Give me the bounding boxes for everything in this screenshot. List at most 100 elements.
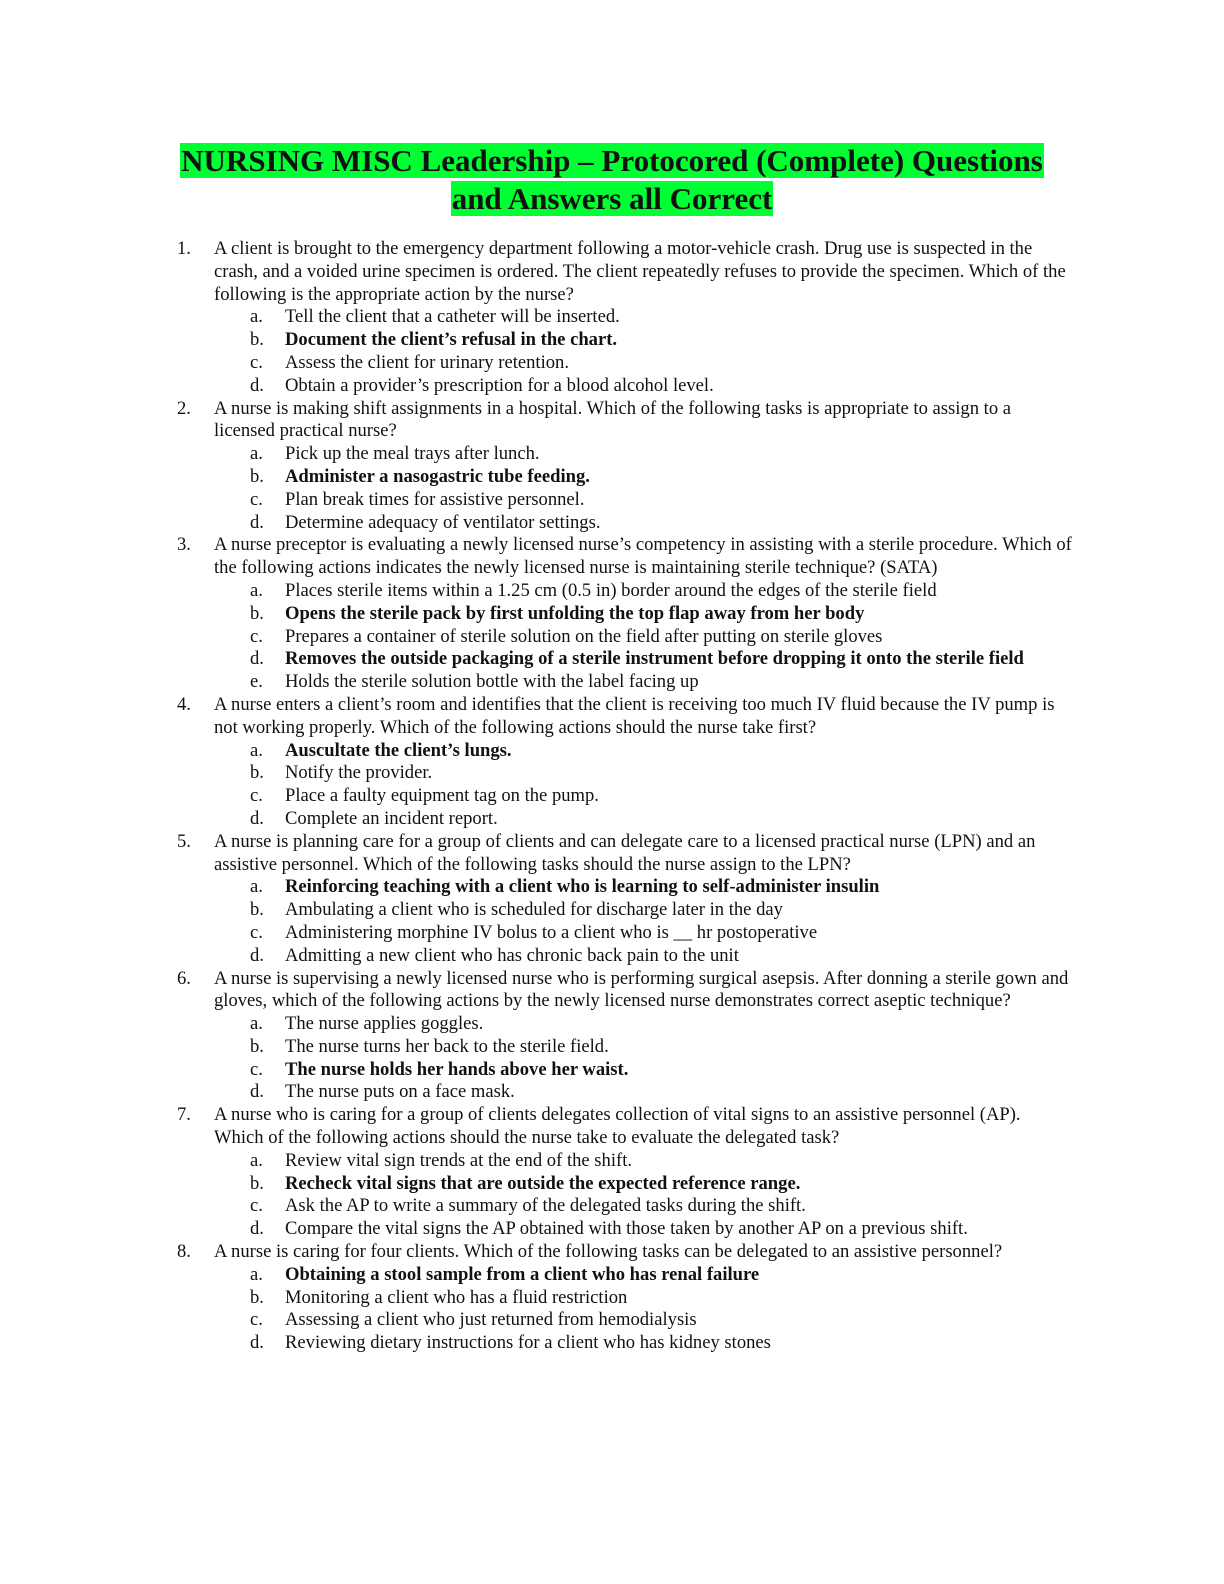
answer-options: a. Review vital sign trends at the end of… <box>0 1150 1224 1241</box>
question-number: 1. <box>177 238 191 259</box>
option-text: Prepares a container of sterile solution… <box>285 625 883 647</box>
option-text: The nurse holds her hands above her wais… <box>285 1058 629 1080</box>
question-text: A nurse preceptor is evaluating a newly … <box>214 534 1072 579</box>
option-text: Plan break times for assistive personnel… <box>285 488 585 510</box>
option-letter: c. <box>250 488 263 510</box>
answer-option-correct: d. Removes the outside packaging of a ste… <box>0 648 1224 671</box>
option-text: Determine adequacy of ventilator setting… <box>285 511 601 533</box>
answer-option-correct: b.Opens the sterile pack by first unfold… <box>0 603 1224 626</box>
option-letter: c. <box>250 1195 263 1217</box>
option-letter: b. <box>250 1172 264 1194</box>
answer-option: a.Tell the client that a catheter will b… <box>0 306 1224 329</box>
question-item: 5. A nurse is planning care for a group o… <box>0 831 1224 968</box>
question-number: 4. <box>177 693 191 715</box>
option-text: Recheck vital signs that are outside the… <box>285 1172 801 1194</box>
answer-option: c.Place a faulty equipment tag on the pu… <box>0 785 1224 808</box>
option-text: Assess the client for urinary retention. <box>285 351 569 373</box>
option-letter: a. <box>250 1149 263 1171</box>
option-text: Obtain a provider’s prescription for a b… <box>285 374 714 396</box>
question-text: A nurse enters a client’s room and ident… <box>214 693 1055 738</box>
question-item: 6.A nurse is supervising a newly license… <box>0 968 1224 1105</box>
answer-option: a. The nurse applies goggles. <box>0 1013 1224 1036</box>
question-text: A nurse is caring for four clients. Whic… <box>214 1241 1003 1263</box>
question-number: 5. <box>177 830 191 852</box>
question-number: 7. <box>177 1104 191 1126</box>
answer-option: d. Obtain a provider’s prescription for a… <box>0 375 1224 398</box>
answer-option: a. Places sterile items within a 1.25 cm … <box>0 580 1224 603</box>
answer-option: d.The nurse puts on a face mask. <box>0 1081 1224 1104</box>
option-text: Notify the provider. <box>285 762 433 784</box>
option-text: Complete an incident report. <box>285 807 498 829</box>
question-item: 7. A nurse who is caring for a group of c… <box>0 1104 1224 1241</box>
question-text: A nurse is planning care for a group of … <box>214 830 1036 875</box>
answer-option-correct: b.Document the client’s refusal in the c… <box>0 329 1224 352</box>
question-item: 1. A client is brought to the emergency d… <box>0 238 1224 398</box>
option-text: Review vital sign trends at the end of t… <box>285 1149 633 1171</box>
option-letter: d. <box>250 511 264 533</box>
option-text: Administer a nasogastric tube feeding. <box>285 465 590 487</box>
answer-option: d. Compare the vital signs the AP obtaine… <box>0 1218 1224 1241</box>
option-letter: a. <box>250 1013 263 1035</box>
option-text: Pick up the meal trays after lunch. <box>285 443 540 465</box>
answer-option: d.Admitting a new client who has chronic… <box>0 945 1224 968</box>
question-text: A client is brought to the emergency dep… <box>214 238 1066 305</box>
option-letter: d. <box>250 374 264 396</box>
option-text: The nurse applies goggles. <box>285 1013 484 1035</box>
answer-options: a.Obtaining a stool sample from a client… <box>0 1264 1224 1355</box>
option-letter: c. <box>250 1309 263 1331</box>
answer-option: b.Notify the provider. <box>0 762 1224 785</box>
option-letter: a. <box>250 443 263 465</box>
option-letter: c. <box>250 625 263 647</box>
option-letter: a. <box>250 739 263 761</box>
answer-options: a. Places sterile items within a 1.25 cm … <box>0 580 1224 694</box>
question-number: 3. <box>177 534 191 556</box>
answer-option: a. Review vital sign trends at the end of… <box>0 1150 1224 1173</box>
option-text: Ambulating a client who is scheduled for… <box>285 899 783 921</box>
answer-option-correct: b.Administer a nasogastric tube feeding. <box>0 466 1224 489</box>
option-text: Holds the sterile solution bottle with t… <box>285 671 699 693</box>
option-letter: d. <box>250 807 264 829</box>
answer-option-correct: a.Reinforcing teaching with a client who… <box>0 876 1224 899</box>
answer-option: d.Reviewing dietary instructions for a c… <box>0 1332 1224 1355</box>
answer-option: c. Plan break times for assistive personn… <box>0 489 1224 512</box>
question-item: 8. A nurse is caring for four clients. Wh… <box>0 1241 1224 1355</box>
option-letter: a. <box>250 579 263 601</box>
page-title: NURSING MISC Leadership – Protocored (Co… <box>0 142 1224 218</box>
answer-options: a.Tell the client that a catheter will b… <box>0 306 1224 397</box>
option-letter: b. <box>250 329 264 351</box>
option-text: Assessing a client who just returned fro… <box>285 1309 697 1331</box>
option-letter: a. <box>250 876 263 898</box>
option-letter: e. <box>250 671 263 693</box>
option-letter: d. <box>250 648 264 670</box>
option-text: Ask the AP to write a summary of the del… <box>285 1195 806 1217</box>
option-letter: c. <box>250 1058 263 1080</box>
question-item: 4. A nurse enters a client’s room and ide… <box>0 694 1224 831</box>
answer-option: b. Ambulating a client who is scheduled f… <box>0 899 1224 922</box>
answer-option: b. Monitoring a client who has a fluid re… <box>0 1287 1224 1310</box>
option-text: Opens the sterile pack by first unfoldin… <box>285 602 865 624</box>
question-text: A nurse is making shift assignments in a… <box>214 397 1012 442</box>
option-letter: d. <box>250 1218 264 1240</box>
option-text: Auscultate the client’s lungs. <box>285 739 512 761</box>
answer-option-correct: b. Recheck vital signs that are outside t… <box>0 1173 1224 1196</box>
question-number: 8. <box>177 1241 191 1263</box>
option-text: Obtaining a stool sample from a client w… <box>285 1263 760 1285</box>
answer-options: a. Auscultate the client’s lungs.b.Notify… <box>0 740 1224 831</box>
option-letter: d. <box>250 1081 264 1103</box>
question-number: 6. <box>177 967 191 989</box>
option-text: Monitoring a client who has a fluid rest… <box>285 1286 628 1308</box>
answer-options: a. The nurse applies goggles.b.The nurse … <box>0 1013 1224 1104</box>
option-text: Places sterile items within a 1.25 cm (0… <box>285 579 937 601</box>
title-line-2: and Answers all Correct <box>450 181 774 216</box>
option-letter: b. <box>250 899 264 921</box>
option-letter: b. <box>250 1286 264 1308</box>
option-letter: c. <box>250 351 263 373</box>
answer-option: c.Administering morphine IV bolus to a c… <box>0 922 1224 945</box>
question-item: 2.A nurse is making shift assignments in… <box>0 398 1224 535</box>
option-text: Compare the vital signs the AP obtained … <box>285 1218 968 1240</box>
answer-option: b.The nurse turns her back to the steril… <box>0 1036 1224 1059</box>
question-text: A nurse who is caring for a group of cli… <box>214 1104 1021 1149</box>
option-text: Administering morphine IV bolus to a cli… <box>285 921 818 943</box>
option-text: Removes the outside packaging of a steri… <box>285 648 1024 670</box>
option-letter: c. <box>250 785 263 807</box>
